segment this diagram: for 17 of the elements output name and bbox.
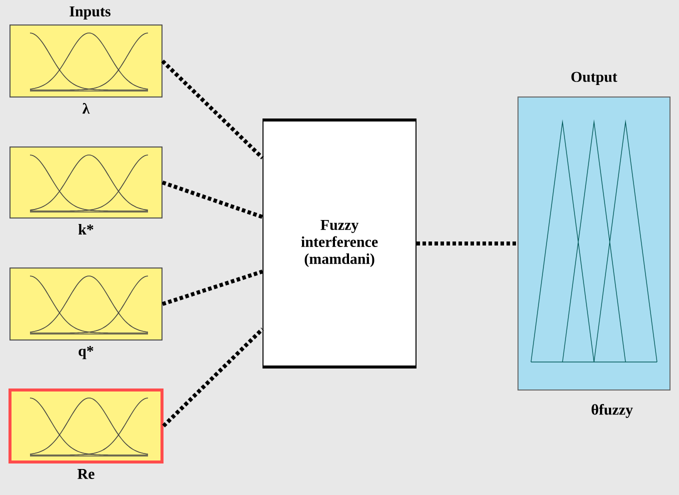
input-label: k* <box>78 224 94 234</box>
process-box: Fuzzy interference (mamdani) <box>261 118 418 368</box>
input-box <box>10 146 162 234</box>
dotted-connector <box>162 328 264 428</box>
output-heading: Output <box>571 72 618 85</box>
dotted-connector <box>162 180 264 219</box>
output-label: θfuzzy <box>592 404 633 418</box>
input-label: q* <box>78 346 94 360</box>
input-box <box>8 388 164 479</box>
dotted-connector <box>161 60 264 160</box>
output-box <box>518 72 670 418</box>
dotted-connector <box>162 270 264 306</box>
input-box <box>10 24 162 114</box>
dotted-connector <box>416 242 518 246</box>
input-label: Re <box>78 469 94 479</box>
input-box <box>10 268 162 360</box>
input-label: λ <box>82 103 90 114</box>
